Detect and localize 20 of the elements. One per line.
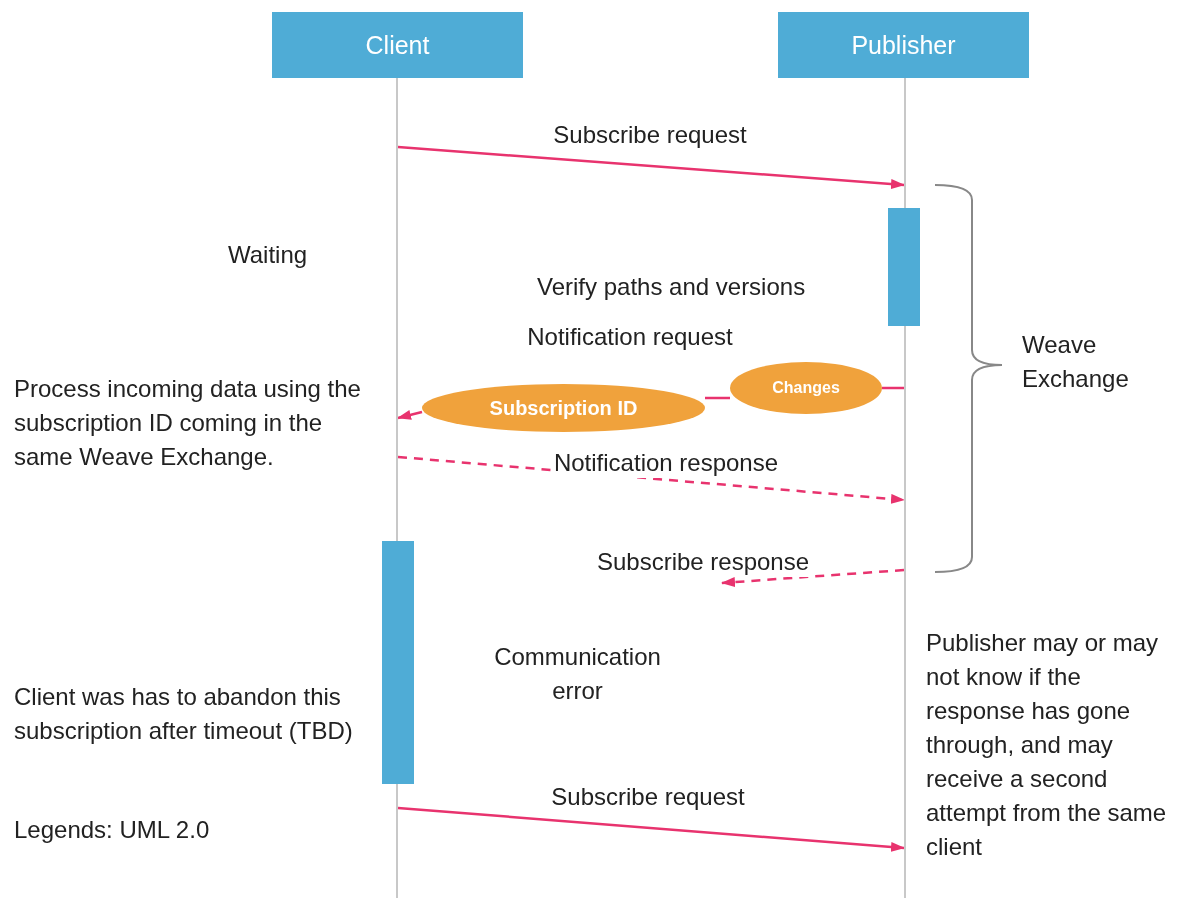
arrow [397, 410, 423, 420]
ellipse-tag: Subscription ID [422, 384, 705, 432]
note-text: Communication error [493, 642, 662, 706]
legend-note: Legends: UML 2.0 [14, 815, 211, 845]
bracket-label: Weave Exchange [1022, 330, 1130, 394]
activation-bar [888, 208, 920, 326]
ellipse-tag: Changes [730, 362, 882, 414]
arrow [721, 568, 905, 588]
note-text: Client was has to abandon this subscription after timeout (TBD) [14, 682, 354, 746]
note-text: Process incoming data using the subscription ID coming in the same Weave Exchange. [14, 374, 362, 472]
note-text: Waiting [228, 240, 309, 270]
note-text: Verify paths and versions [537, 272, 807, 302]
connector-line [705, 396, 730, 400]
arrow [397, 806, 905, 852]
participant-box: Client [272, 12, 523, 78]
arrow [397, 145, 905, 189]
participant-box: Publisher [778, 12, 1029, 78]
activation-bar [382, 541, 414, 784]
connector-line [882, 386, 904, 390]
note-text: Publisher may or may not know if the response has gone through, and may receive a second attempt from the same client [926, 628, 1168, 862]
